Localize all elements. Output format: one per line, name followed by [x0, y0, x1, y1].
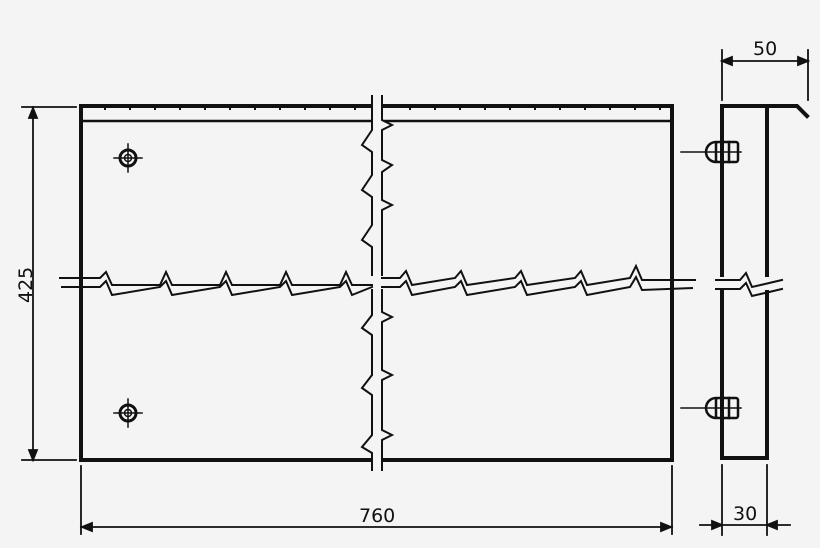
dimension-label-depth-top: 50 [753, 38, 777, 60]
dimension-height [21, 105, 77, 463]
dimension-label-width: 760 [359, 505, 395, 527]
vertical-break-line [360, 95, 395, 471]
front-view [79, 104, 674, 462]
fastener-icon-bottom [680, 396, 742, 420]
fastener-icon-top [680, 140, 742, 164]
dimension-label-height: 425 [15, 267, 37, 303]
mounting-hole-icon-top [113, 143, 143, 173]
dimension-depth-bottom [699, 464, 791, 536]
mounting-hole-icon-bottom [113, 398, 143, 428]
dimension-depth-top [719, 49, 811, 101]
horizontal-break-line [59, 263, 696, 297]
dimension-width [79, 465, 674, 535]
side-section-view [715, 104, 810, 460]
dimension-label-depth-bottom: 30 [733, 503, 757, 525]
